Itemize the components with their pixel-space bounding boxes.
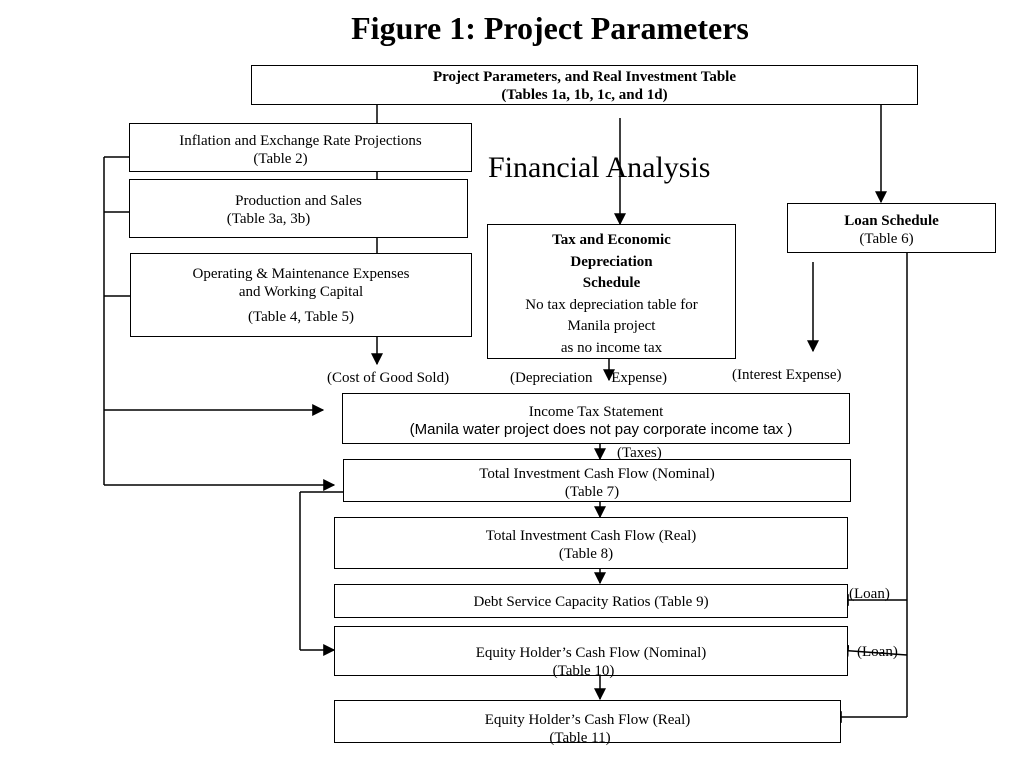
figure-title: Figure 1: Project Parameters (351, 10, 749, 46)
cogs-label: (Cost of Good Sold) (327, 370, 450, 386)
equity-nominal-box: Equity Holder’s Cash Flow (Nominal) (Tab… (334, 626, 848, 679)
box-line: (Table 10) (552, 663, 615, 679)
box-line: as no income tax (560, 339, 663, 356)
depreciation-box: Tax and Economic Depreciation Schedule N… (487, 224, 736, 359)
box-line: Tax and Economic (552, 232, 671, 248)
box-line: Total Investment Cash Flow (Real) (485, 528, 697, 544)
box-line: Income Tax Statement (528, 404, 664, 420)
loan-label-1: (Loan) (849, 586, 890, 602)
box-line: (Table 4, Table 5) (248, 309, 354, 325)
production-box: Production and Sales (Table 3a, 3b) (129, 179, 468, 238)
interest-expense-label: (Interest Expense) (732, 367, 842, 383)
box-line: Debt Service Capacity Ratios (Table 9) (473, 594, 709, 610)
financial-analysis-label: Financial Analysis (488, 151, 711, 184)
loan-label-2: (Loan) (857, 644, 898, 660)
box-line: (Table 8) (558, 546, 614, 562)
loan-schedule-box: Loan Schedule (Table 6) (787, 203, 996, 253)
depreciation-expense-label: (Depreciation Expense) (510, 370, 668, 386)
box-line: (Tables 1a, 1b, 1c, and 1d) (501, 87, 668, 103)
box-line: Equity Holder’s Cash Flow (Nominal) (475, 645, 707, 661)
box-line: Loan Schedule (844, 213, 939, 229)
income-tax-box: Income Tax Statement (Manila water proje… (342, 393, 850, 444)
box-line: Operating & Maintenance Expenses (192, 266, 410, 282)
box-line: Equity Holder’s Cash Flow (Real) (484, 712, 691, 728)
box-line: (Table 6) (859, 231, 914, 247)
box-line: Project Parameters, and Real Investment … (432, 69, 736, 85)
box-line: No tax depreciation table for (525, 296, 698, 313)
debt-service-box: Debt Service Capacity Ratios (Table 9) (334, 584, 848, 618)
box-line: (Table 7) (564, 484, 620, 500)
box-line: Manila project (567, 318, 656, 334)
box-line: Total Investment Cash Flow (Nominal) (479, 466, 715, 482)
box-line: (Table 3a, 3b) (226, 211, 311, 227)
total-investment-nominal-box: Total Investment Cash Flow (Nominal) (Ta… (343, 459, 851, 502)
box-line: Schedule (582, 275, 641, 291)
equity-real-box: Equity Holder’s Cash Flow (Real) (Table … (334, 700, 841, 746)
box-line: Production and Sales (235, 193, 362, 209)
opex-box: Operating & Maintenance Expenses and Wor… (130, 253, 472, 337)
box-line: Inflation and Exchange Rate Projections (179, 133, 422, 149)
box-line: and Working Capital (238, 284, 364, 300)
box-line: (Manila water project does not pay corpo… (409, 421, 793, 438)
box-line: Depreciation (570, 253, 653, 270)
box-line: (Table 11) (549, 730, 611, 746)
inflation-box: Inflation and Exchange Rate Projections … (129, 123, 472, 172)
total-investment-real-box: Total Investment Cash Flow (Real) (Table… (334, 517, 848, 569)
taxes-label: (Taxes) (617, 445, 662, 461)
box-line: (Table 2) (253, 151, 308, 167)
project-parameters-box: Project Parameters, and Real Investment … (251, 65, 918, 105)
